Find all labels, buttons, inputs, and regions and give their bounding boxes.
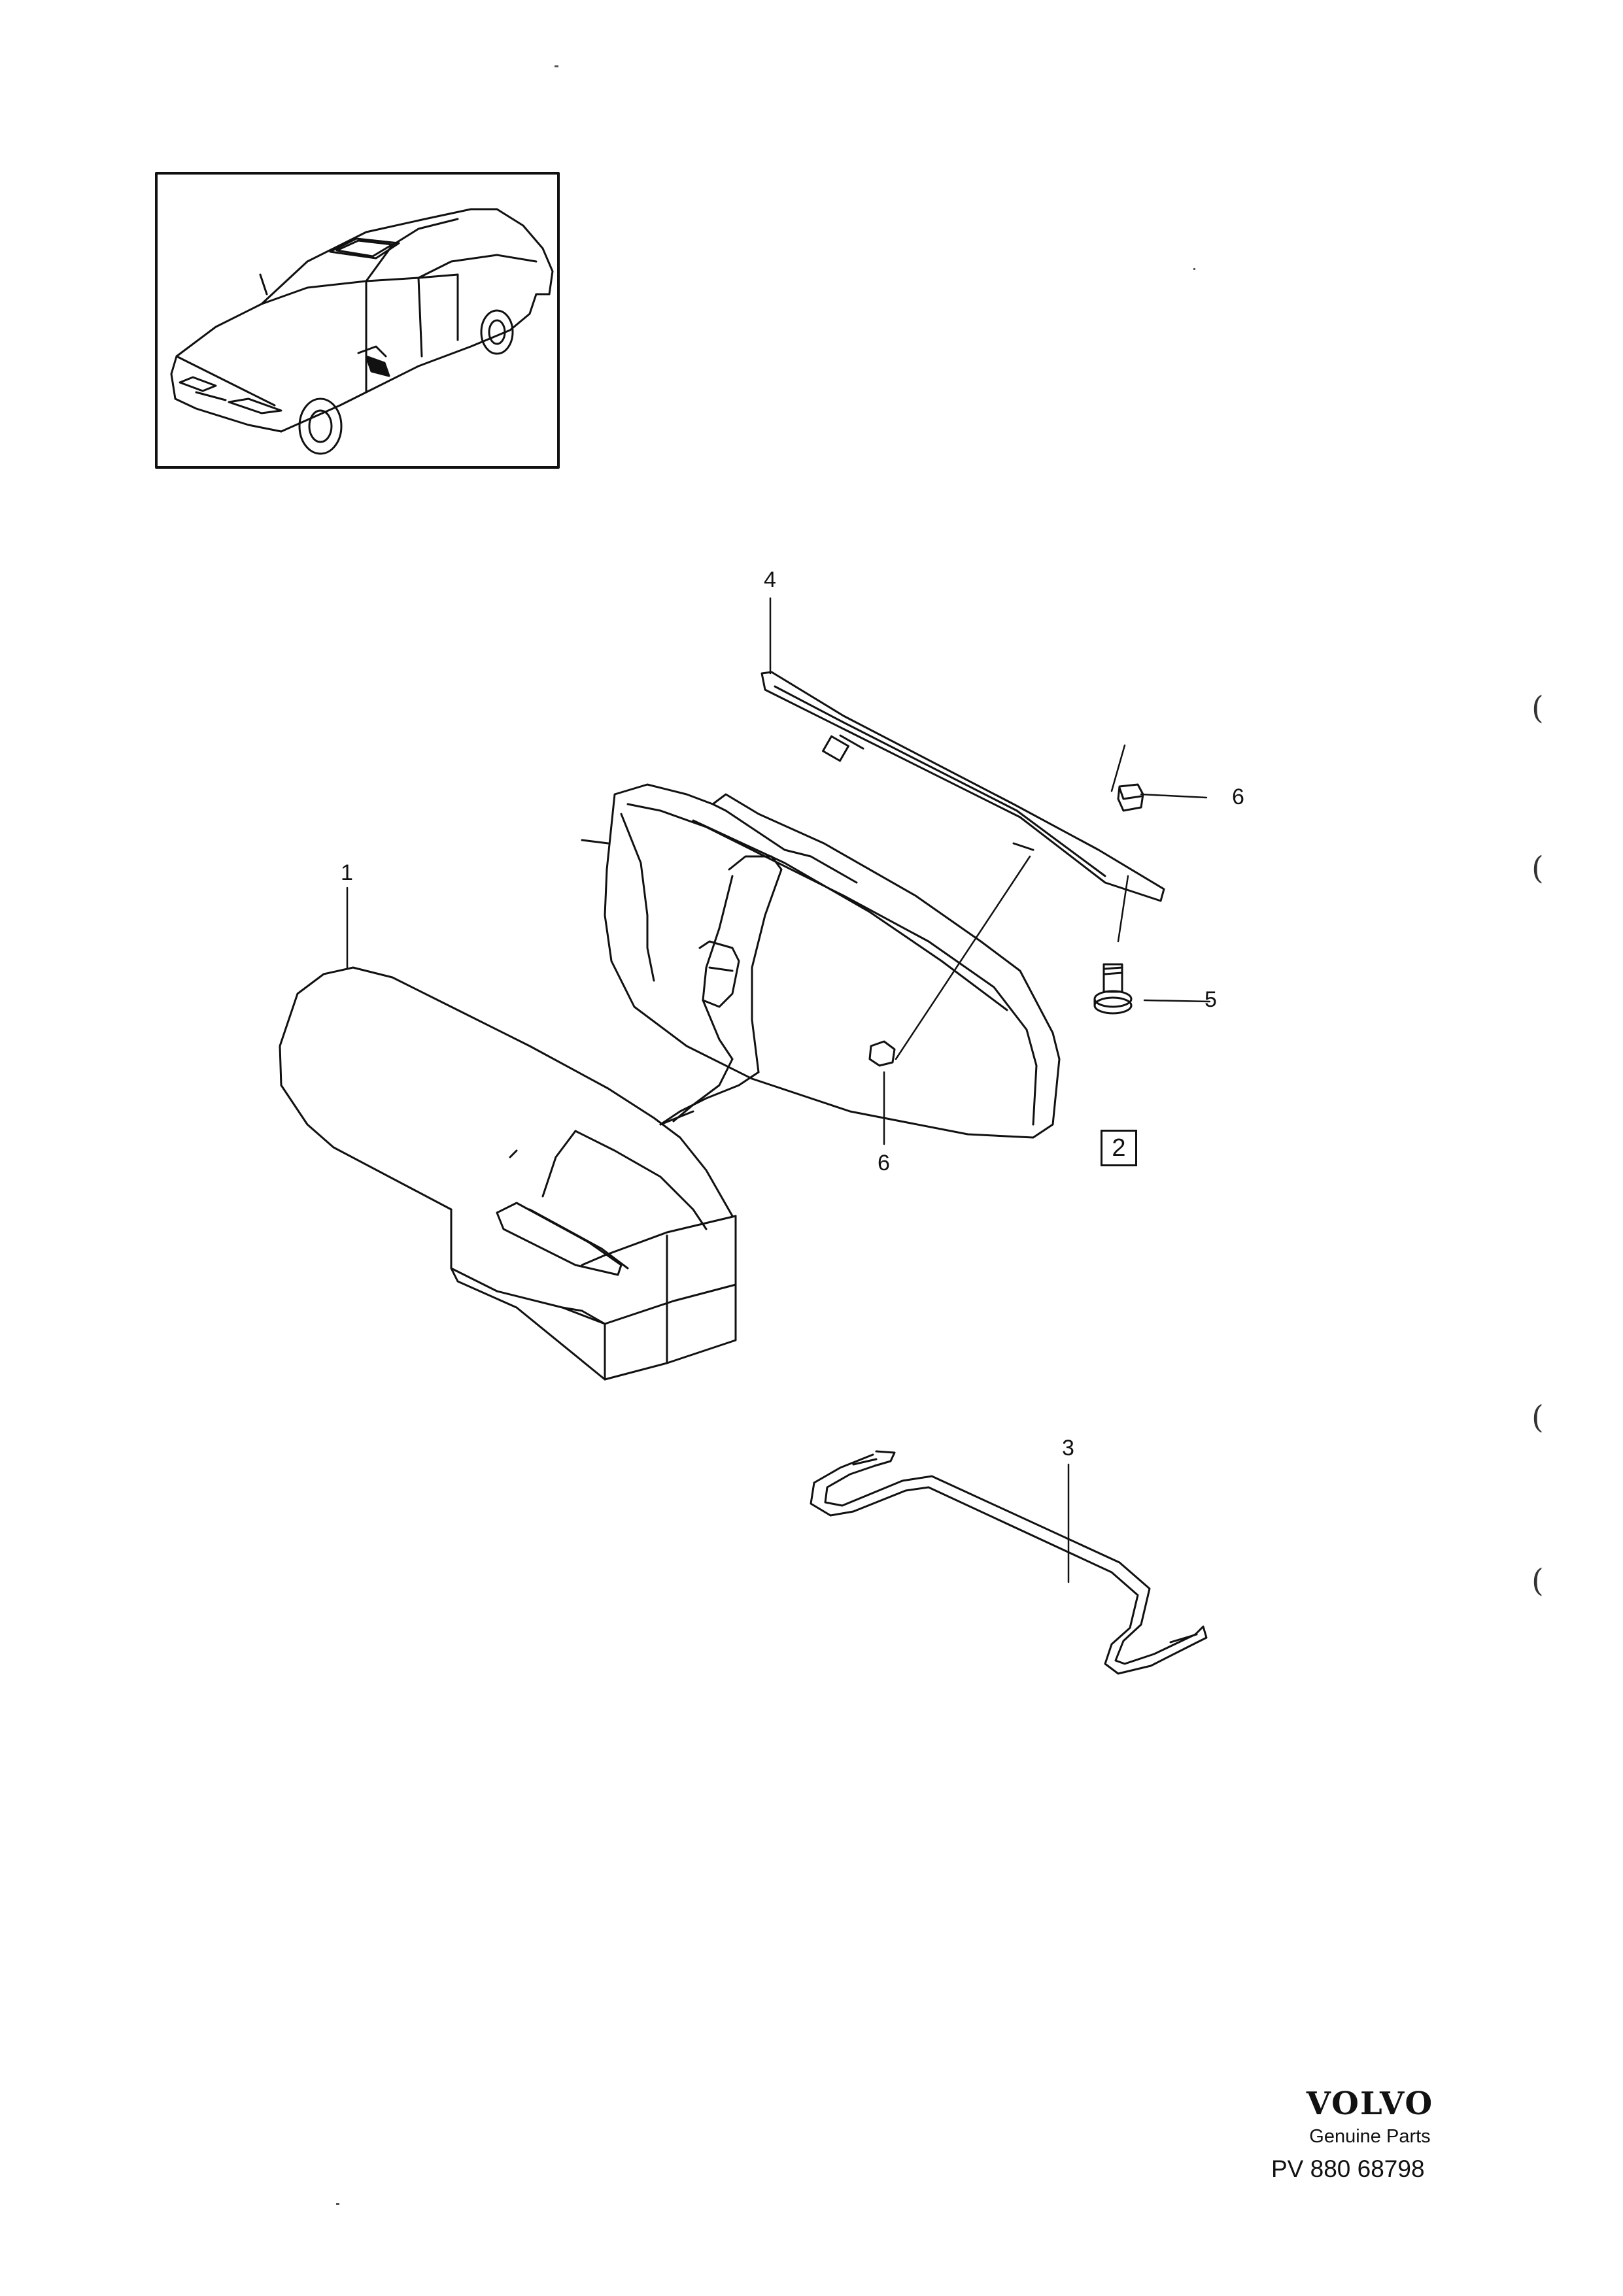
brand-logo-text: VOLVO (1306, 2085, 1434, 2122)
leader-lines (346, 597, 1211, 1583)
callout-4: 4 (764, 567, 776, 592)
margin-mark: ( (1531, 690, 1544, 726)
margin-mark: ( (1531, 850, 1544, 886)
part-4-mounting-plate (760, 671, 1165, 902)
part-3-wire-hanger (810, 1450, 1208, 1675)
callout-6-bottom: 6 (878, 1151, 890, 1175)
scan-specks (336, 65, 1195, 2205)
part-code: PV 880 68798 (1271, 2155, 1425, 2182)
callout-3: 3 (1062, 1436, 1074, 1460)
car-location-inset (155, 172, 560, 469)
callout-2-boxed: 2 (1101, 1130, 1137, 1166)
callout-1: 1 (341, 860, 353, 885)
part-5-bolt (1093, 963, 1133, 1015)
brand-subtitle: Genuine Parts (1309, 2126, 1431, 2147)
part-1-cover (279, 966, 737, 1381)
margin-mark: ( (1531, 1399, 1544, 1436)
part-2-mirror-head (581, 783, 1061, 1139)
callout-6-top: 6 (1232, 785, 1244, 809)
part-6-nut-top (1117, 783, 1144, 812)
brand-block: VOLVO Genuine Parts PV 880 68798 (1262, 2085, 1478, 2183)
callout-5: 5 (1204, 987, 1217, 1012)
margin-mark: ( (1531, 1562, 1544, 1599)
